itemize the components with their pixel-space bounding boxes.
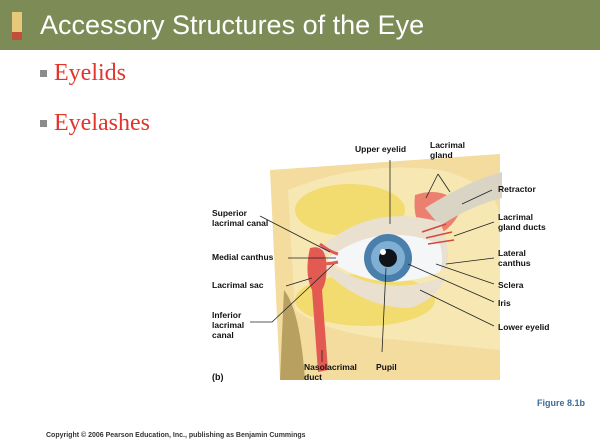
label-lacrimal-gland-ducts: Lacrimal gland ducts — [498, 212, 546, 232]
label-pupil: Pupil — [376, 362, 397, 372]
label-inferior-lacrimal-canal: Inferior lacrimal canal — [212, 310, 244, 340]
title-bar: Accessory Structures of the Eye — [0, 0, 600, 50]
pupil-highlight — [380, 249, 386, 255]
bullet-item-eyelids: Eyelids — [40, 56, 150, 106]
label-nasolacrimal-duct: Nasolacrimal duct — [304, 362, 357, 382]
label-lacrimal-sac: Lacrimal sac — [212, 280, 264, 290]
title-accent-decoration — [12, 12, 22, 32]
label-lacrimal-gland: Lacrimal gland — [430, 140, 465, 160]
label-sclera: Sclera — [498, 280, 524, 290]
bullet-text: Eyelids — [54, 60, 126, 86]
panel-label: (b) — [212, 372, 224, 382]
label-upper-eyelid: Upper eyelid — [355, 144, 406, 154]
label-lateral-canthus: Lateral canthus — [498, 248, 531, 268]
bullet-text: Eyelashes — [54, 110, 150, 136]
label-iris: Iris — [498, 298, 511, 308]
copyright-notice: Copyright © 2006 Pearson Education, Inc.… — [46, 432, 306, 439]
label-superior-lacrimal-canal: Superior lacrimal canal — [212, 208, 268, 228]
bullet-square-icon — [40, 70, 47, 77]
title-accent-decoration-lower — [12, 32, 22, 40]
eye-anatomy-figure: Upper eyelid Lacrimal gland Retractor La… — [200, 140, 580, 390]
label-retractor: Retractor — [498, 184, 536, 194]
bullet-square-icon — [40, 120, 47, 127]
slide-title: Accessory Structures of the Eye — [40, 6, 424, 44]
label-medial-canthus: Medial canthus — [212, 252, 273, 262]
label-lower-eyelid: Lower eyelid — [498, 322, 550, 332]
figure-reference: Figure 8.1b — [537, 398, 585, 408]
bullet-item-eyelashes: Eyelashes — [40, 106, 150, 156]
bullet-list: Eyelids Eyelashes — [40, 56, 150, 156]
